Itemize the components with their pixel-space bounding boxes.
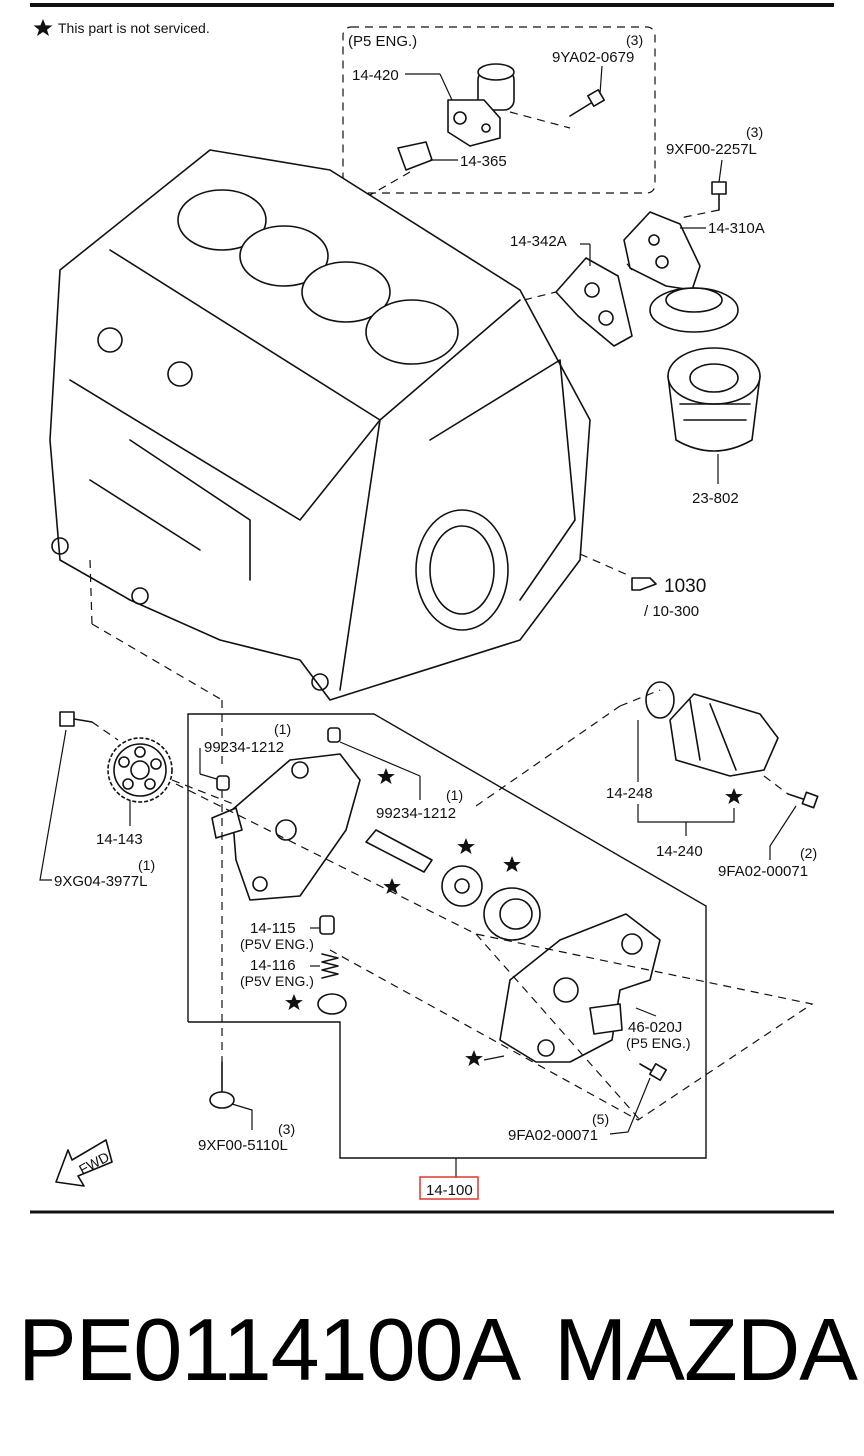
bolt-9ya02-part: [569, 89, 605, 117]
callout-99234-a: 99234-1212: [204, 739, 284, 756]
bolt-9fa02-b-part: [639, 1063, 667, 1081]
callout-14-240: 14-240: [656, 843, 703, 860]
bolt-9xg04-part: [59, 711, 93, 727]
highlight-box-14-100: [419, 1176, 479, 1200]
callout-9fa02-a-qty: (2): [800, 845, 817, 861]
callout-99234-b: 99234-1212: [376, 805, 456, 822]
o-ring-14-248-part: [645, 681, 675, 719]
callout-14-420: 14-420: [352, 67, 399, 84]
bolt-9xf00-5110-part: [209, 1061, 235, 1109]
cylinder-block-part: [49, 149, 591, 701]
callout-10-300: / 10-300: [644, 603, 699, 620]
callout-14-248: 14-248: [606, 785, 653, 802]
callout-14-116: 14-116: [250, 957, 296, 974]
callout-9xg04-qty: (1): [138, 857, 155, 873]
callout-23-802: 23-802: [692, 490, 739, 507]
callout-14-310a: 14-310A: [708, 220, 765, 237]
part-number: PE0114100A: [18, 1300, 521, 1399]
plunger-part: [317, 993, 347, 1015]
callout-9fa02-b-qty: (5): [592, 1111, 609, 1127]
callout-14-342a: 14-342A: [510, 233, 567, 250]
not-serviced-star-3-icon: [457, 838, 475, 854]
callout-14-365: 14-365: [460, 153, 507, 170]
callout-99234-a-qty: (1): [274, 721, 291, 737]
callout-14-115: 14-115: [250, 920, 296, 937]
p5-eng-label: (P5 ENG.): [348, 33, 417, 50]
callout-9ya02: 9YA02-0679: [552, 49, 634, 66]
not-serviced-star-2-icon: [383, 878, 401, 894]
legend-star-icon: [33, 19, 53, 36]
callout-99234-b-qty: (1): [446, 787, 463, 803]
callout-9xf00-2257-qty: (3): [746, 124, 763, 140]
dowel-pin-b-part: [327, 727, 341, 743]
bolt-9fa02-a-part: [787, 791, 819, 809]
callout-9fa02-b: 9FA02-00071: [508, 1127, 598, 1144]
oil-filter-part: [667, 347, 761, 452]
callout-9xf00-2257: 9XF00-2257L: [666, 141, 757, 158]
inner-rotor-part: [441, 865, 483, 907]
callout-9fa02-a: 9FA02-00071: [718, 863, 808, 880]
oil-filter-body-part: [623, 211, 739, 333]
fwd-arrow-icon: FWD: [55, 1139, 113, 1187]
legend: This part is not serviced.: [33, 19, 210, 36]
dowel-pin-a-part: [216, 775, 230, 791]
callout-14-100: 14-100: [426, 1182, 473, 1199]
gasket-14-342a-part: [555, 257, 633, 347]
not-serviced-star-4-icon: [503, 856, 521, 872]
bolt-9xf00-2257-part: [711, 181, 727, 211]
callout-14-143: 14-143: [96, 831, 143, 848]
solenoid-valve-part: [447, 63, 515, 147]
sprocket-14-143-part: [107, 737, 173, 803]
callout-1030: 1030: [664, 576, 706, 597]
not-serviced-star-6-icon: [465, 1050, 483, 1066]
callout-46-020j: 46-020J: [628, 1019, 682, 1036]
oil-strainer-part: [669, 693, 779, 777]
outer-rotor-part: [483, 887, 541, 941]
callout-9xf00-5110: 9XF00-5110L: [198, 1137, 288, 1154]
legend-note: This part is not serviced.: [58, 20, 210, 36]
spring-14-116-part: [321, 953, 339, 979]
pointing-hand-icon: [631, 577, 657, 591]
oil-pump-body-part: [499, 913, 661, 1063]
footer-title: PE0114100A MAZDA: [18, 1290, 858, 1410]
pump-shaft-part: [365, 829, 433, 873]
p5-eng-group: (P5 ENG.) 14-420 14-365 (3) 9YA02-0679: [342, 26, 656, 194]
gasket-14-365-part: [397, 141, 433, 171]
plug-14-115-part: [319, 915, 335, 935]
callout-14-116-sub: (P5V ENG.): [240, 973, 314, 989]
callout-9ya02-qty: (3): [626, 32, 643, 48]
assembly-frame-14-100: [187, 713, 707, 1159]
not-serviced-star-5-icon: [285, 994, 303, 1010]
callout-9xf00-5110-qty: (3): [278, 1121, 295, 1137]
oil-pump-cover-part: [211, 753, 361, 901]
p5-eng-frame: [342, 26, 656, 194]
callout-9xg04: 9XG04-3977L: [54, 873, 147, 890]
callout-14-115-sub: (P5V ENG.): [240, 936, 314, 952]
not-serviced-star-1-icon: [377, 768, 395, 784]
brand-name: MAZDA: [554, 1300, 858, 1399]
not-serviced-star-7-icon: [725, 788, 743, 804]
callout-46-020j-sub: (P5 ENG.): [626, 1035, 691, 1051]
